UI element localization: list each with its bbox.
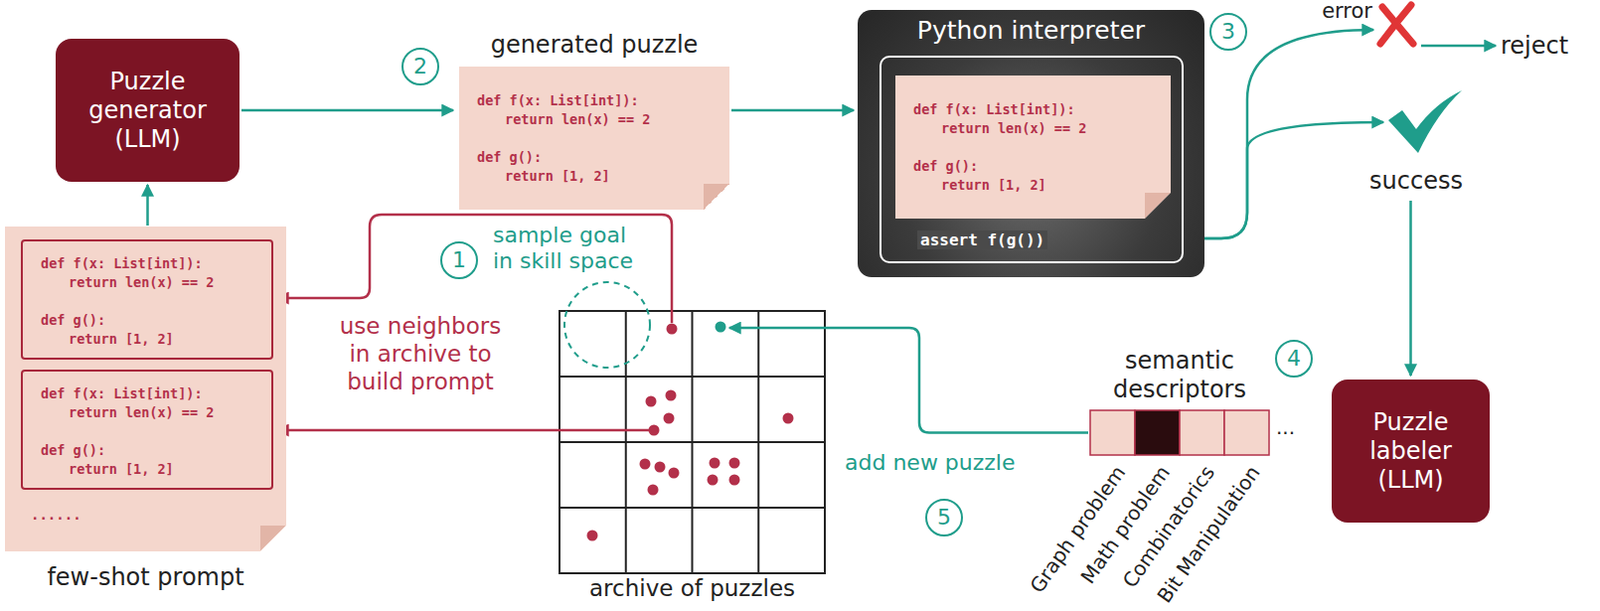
code-line: def g(): <box>40 311 106 330</box>
code-line: return len(x) == 2 <box>941 119 1087 139</box>
grid-line <box>559 506 825 509</box>
outline-box: assert f(g())def f(x: List[int]):return … <box>879 55 1184 264</box>
callout-number: 5 <box>925 498 963 537</box>
goal-circle <box>564 282 650 368</box>
bar-heading: semantic descriptors <box>1095 346 1265 405</box>
descriptor-cells <box>1090 410 1270 456</box>
card-fold <box>703 183 730 210</box>
connector <box>241 109 454 113</box>
prompt-box: few-shot prompt......def f(x: List[int])… <box>4 226 287 552</box>
code-line: def f(x: List[int]): <box>913 100 1076 120</box>
code-line: def f(x: List[int]): <box>40 384 203 404</box>
code-line: return len(x) == 2 <box>504 110 650 130</box>
code-card: def f(x: List[int]):return len(x) == 2 de… <box>20 239 274 360</box>
code-card: generated puzzledef f(x: List[int]):retu… <box>459 66 730 210</box>
code-line: return [1, 2] <box>68 329 174 349</box>
box-title: Puzzle labeler (LLM) <box>1339 408 1482 495</box>
assert-line: assert f(g()) <box>917 230 1048 250</box>
code-line: return [1, 2] <box>68 460 174 480</box>
connector <box>729 327 1089 434</box>
connector <box>1183 122 1384 239</box>
status-label: reject <box>1500 29 1569 62</box>
card-background <box>895 75 1171 219</box>
code-line: def f(x: List[int]): <box>40 254 203 274</box>
code-line: return len(x) == 2 <box>68 403 214 423</box>
annotation: ... <box>1276 415 1295 440</box>
connector <box>731 109 854 113</box>
panel-box: Python interpreter assert f(g()) def f(x: … <box>857 9 1205 278</box>
grid-line <box>559 375 825 378</box>
code-line: def g(): <box>477 148 542 167</box>
code-line: def f(x: List[int]): <box>477 91 640 111</box>
connector <box>146 184 150 226</box>
grid-caption: archive of puzzles <box>529 575 855 602</box>
code-line: def g(): <box>40 441 106 461</box>
puzzle-dots <box>587 323 795 542</box>
error-cross <box>1380 4 1414 44</box>
box-title: Puzzle generator (LLM) <box>63 67 232 155</box>
connector <box>1409 200 1413 376</box>
card-heading: few-shot prompt <box>4 563 287 592</box>
callout-number: 1 <box>440 241 479 280</box>
grid-line <box>559 441 825 444</box>
reject-box: reject <box>1500 29 1593 62</box>
edge-label: add new puzzle <box>842 449 1018 477</box>
success-check <box>1388 90 1462 154</box>
code-line: return len(x) == 2 <box>68 273 214 293</box>
card-background <box>459 66 730 210</box>
status-label: success <box>1346 166 1486 195</box>
card-fold <box>1144 192 1171 219</box>
callout-number: 2 <box>401 47 440 86</box>
more-marker: ...... <box>30 506 82 523</box>
edge-label: use neighbors in archive to build prompt <box>323 312 517 396</box>
connector <box>1421 44 1496 48</box>
connector <box>277 429 654 433</box>
connector <box>1183 29 1374 239</box>
connector <box>277 214 672 323</box>
llm-box: Puzzle generator (LLM) <box>55 38 240 182</box>
callout-number: 4 <box>1275 339 1313 378</box>
llm-box: Puzzle labeler (LLM) <box>1331 379 1490 523</box>
new-puzzle-dot <box>715 321 727 333</box>
bar-box: semantic descriptors <box>1090 410 1270 456</box>
panel-title: Python interpreter <box>857 15 1205 45</box>
success-box: success <box>1386 89 1462 156</box>
code-line: def g(): <box>913 157 978 176</box>
card-fold <box>260 525 287 552</box>
callout-number: 3 <box>1209 12 1248 51</box>
grid-box: archive of puzzles <box>559 311 825 574</box>
code-card: def f(x: List[int]):return len(x) == 2 de… <box>895 75 1171 219</box>
code-line: return [1, 2] <box>941 175 1047 195</box>
status-label: error <box>1321 0 1373 22</box>
archive-grid <box>559 311 825 574</box>
code-card: def f(x: List[int]):return len(x) == 2 de… <box>20 369 274 490</box>
annotation: sample goal in skill space <box>492 222 642 275</box>
grid-frame <box>559 311 825 574</box>
code-line: return [1, 2] <box>504 166 611 186</box>
error-box: error <box>1375 0 1418 48</box>
card-heading: generated puzzle <box>439 30 750 59</box>
